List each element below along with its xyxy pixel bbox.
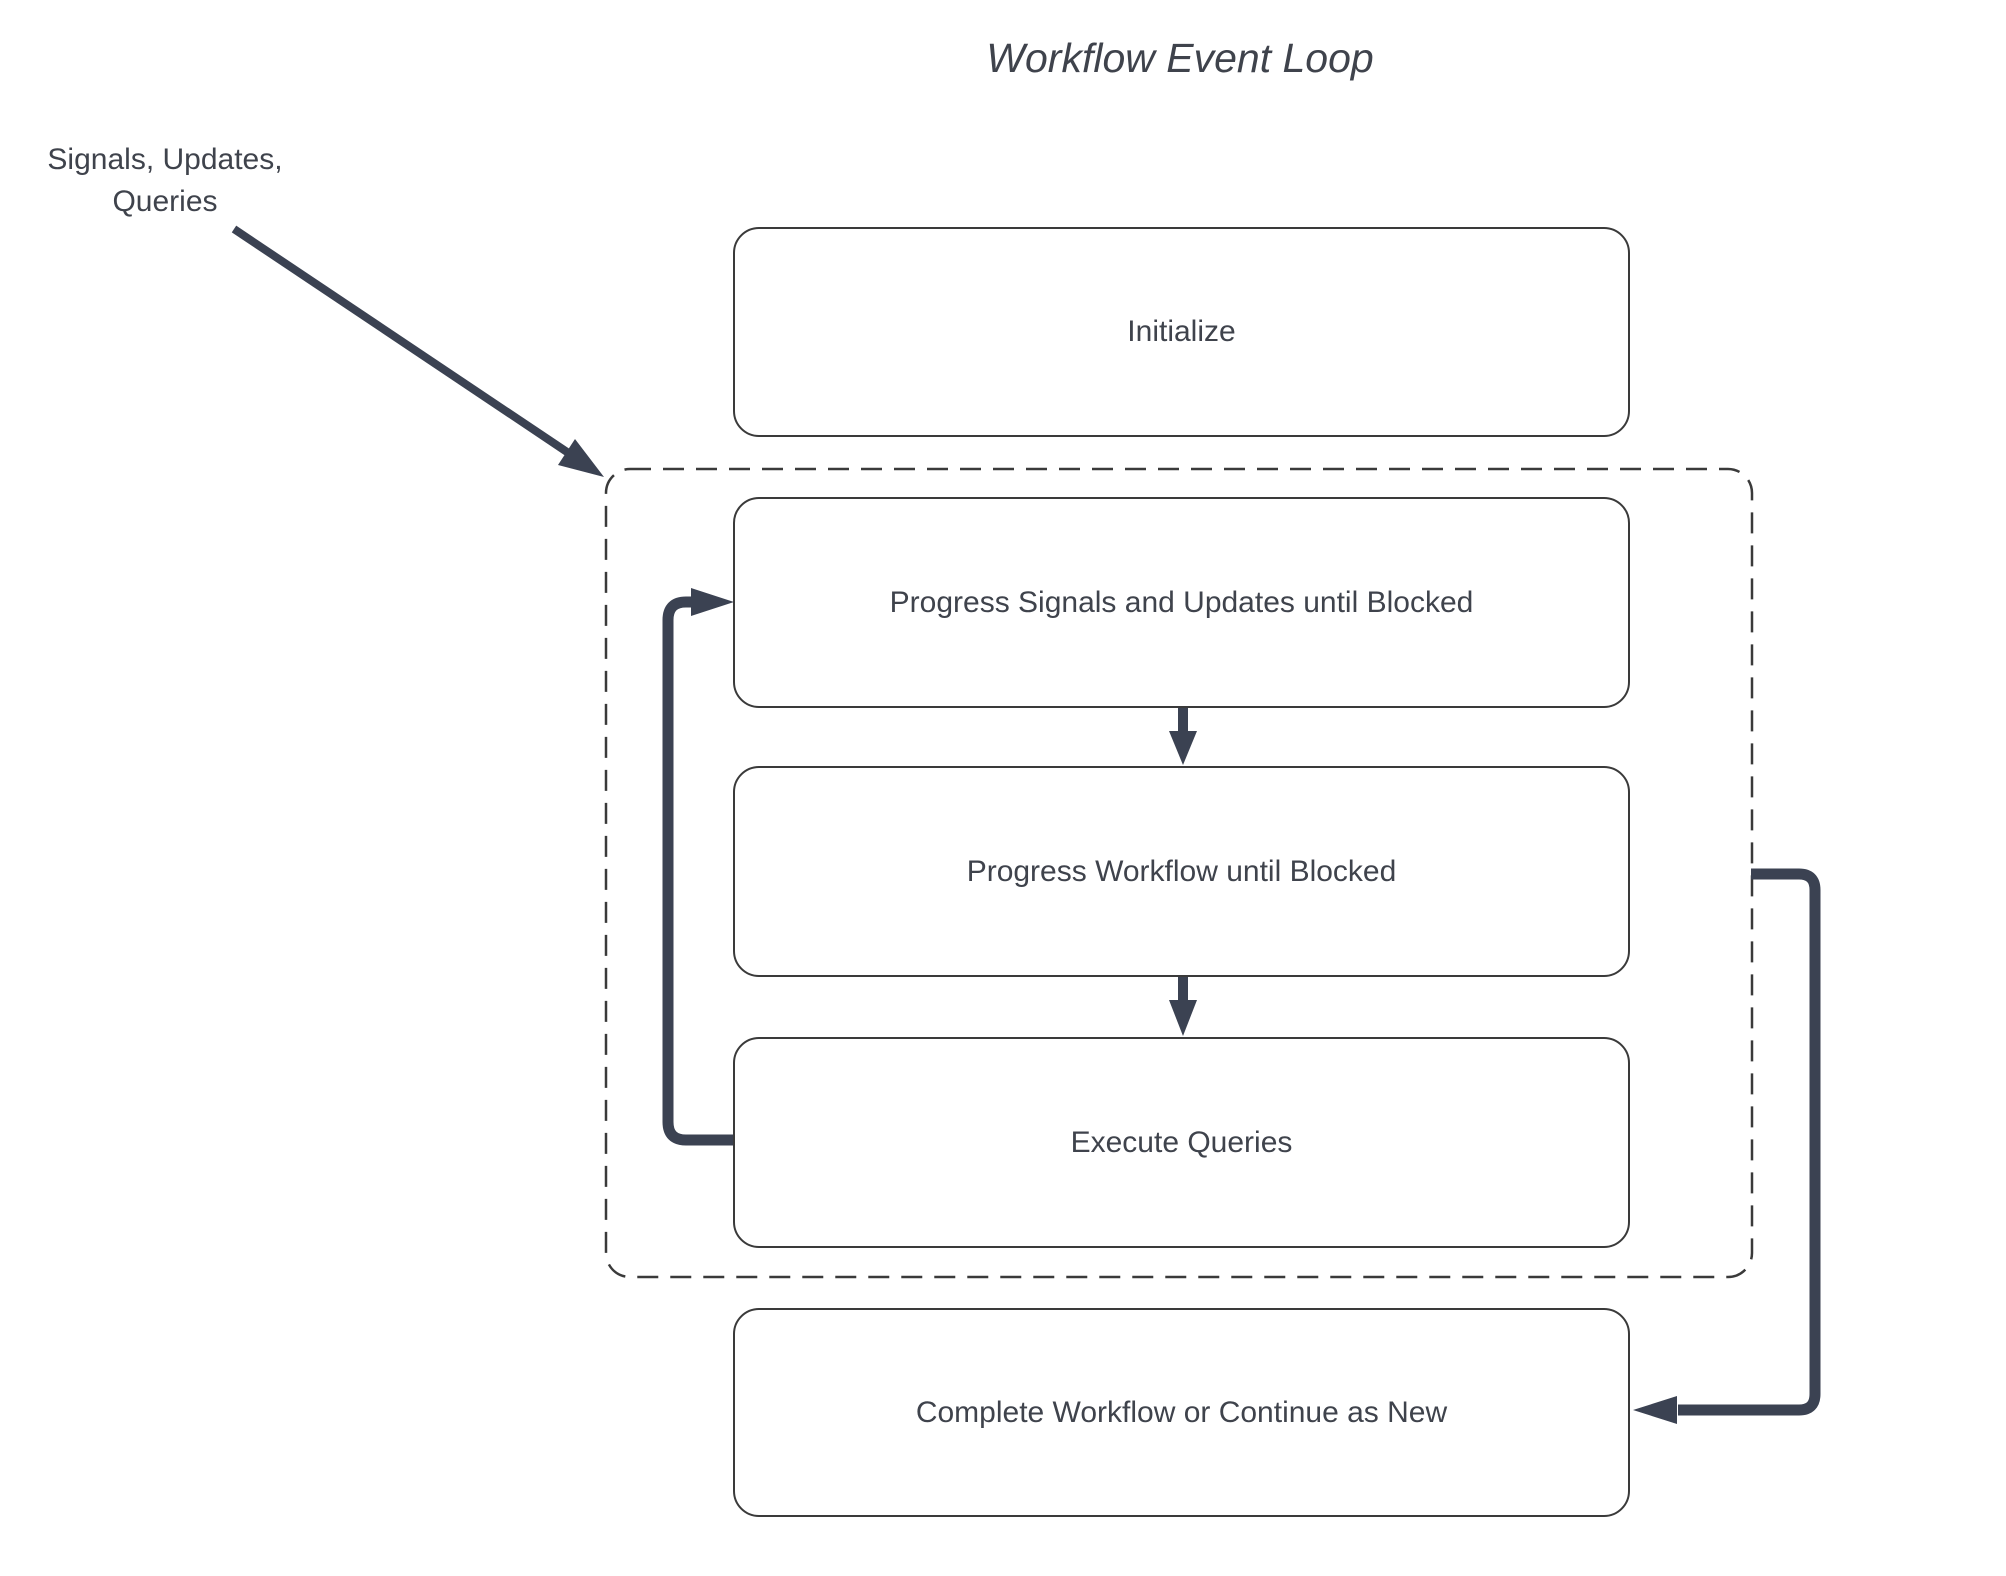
edge-annotation-to-group [231,225,604,477]
node-progress-workflow: Progress Workflow until Blocked [733,766,1630,977]
arrowhead-icon [691,588,734,616]
node-complete-workflow: Complete Workflow or Continue as New [733,1308,1630,1517]
annotation-signals-updates-queries: Signals, Updates, Queries [47,143,283,218]
arrowhead-icon [1169,731,1197,765]
edge-progress-workflow-to-execute-queries [1169,976,1197,1036]
node-initialize-label: Initialize [1127,315,1236,348]
arrowhead-icon [1633,1396,1677,1424]
node-progress-signals-label: Progress Signals and Updates until Block… [889,585,1474,619]
edge-group-to-complete-workflow [1633,868,1821,1424]
node-execute-queries: Execute Queries [733,1037,1630,1248]
edge-annotation-line [231,225,570,456]
node-progress-signals: Progress Signals and Updates until Block… [733,497,1630,708]
diagram-title: Workflow Event Loop [986,35,1374,81]
node-progress-workflow-label: Progress Workflow until Blocked [966,854,1397,888]
edge-path [1678,868,1821,1416]
arrowhead-icon [1169,1000,1197,1036]
event-loop-group-border [604,467,1754,1279]
node-initialize: Initialize [733,227,1630,437]
node-complete-workflow-label: Complete Workflow or Continue as New [915,1395,1448,1429]
edge-path [662,596,734,1146]
edge-execute-queries-to-progress-signals [662,588,734,1146]
arrowhead-icon [558,439,604,477]
node-execute-queries-label: Execute Queries [1070,1125,1293,1159]
edge-progress-signals-to-progress-workflow [1169,707,1197,765]
